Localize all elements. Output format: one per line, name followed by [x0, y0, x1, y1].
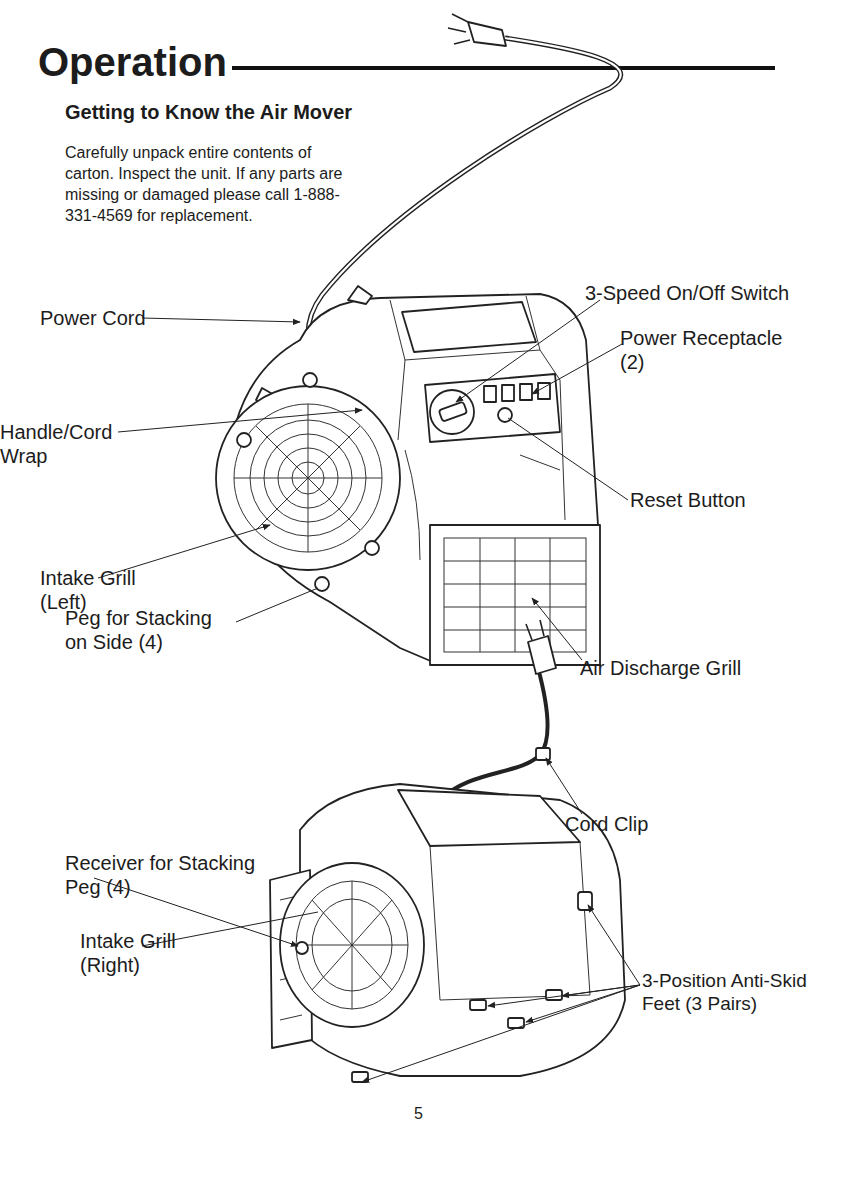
power-plug [526, 620, 556, 674]
handle-cord-wrap [348, 286, 372, 304]
cord-clip [536, 748, 550, 760]
control-panel [430, 390, 474, 434]
power-plug [528, 636, 556, 674]
part-label: Handle/Cord Wrap [0, 420, 125, 468]
power-plug [526, 620, 544, 640]
page-number: 5 [414, 1104, 423, 1123]
page-title: Operation [38, 40, 227, 85]
intake-grill-right [280, 863, 424, 1027]
anti-skid-feet [470, 1000, 486, 1010]
stacking-peg [237, 373, 379, 591]
leader-line [546, 758, 582, 814]
blower-body [398, 790, 580, 846]
leader-line [456, 300, 600, 402]
leader-line [362, 985, 640, 1082]
leader-line [488, 985, 640, 1006]
stacking-peg-receiver [296, 942, 308, 954]
stacking-peg [365, 541, 379, 555]
blower-body [390, 296, 565, 560]
leader-line [508, 418, 628, 500]
power-cord [440, 668, 547, 800]
part-label: 3-Speed On/Off Switch [585, 281, 789, 305]
part-label: Intake Grill (Right) [80, 929, 210, 977]
leader-line [588, 905, 640, 985]
part-label: Receiver for Stacking Peg (4) [65, 851, 290, 899]
part-label: Power Cord [40, 306, 146, 330]
intake-grill-right [296, 881, 408, 1009]
leader-line [142, 318, 300, 322]
leader-line [118, 410, 362, 432]
control-panel [520, 384, 532, 400]
part-label: Power Receptacle (2) [620, 326, 810, 374]
anti-skid-feet [546, 990, 562, 1000]
power-plug [448, 14, 506, 46]
control-panel [425, 374, 560, 442]
air-discharge-grill [430, 525, 600, 665]
handle-cord-wrap [402, 302, 536, 352]
control-panel [425, 374, 560, 442]
power-plug [468, 22, 506, 46]
part-label: Reset Button [630, 488, 746, 512]
control-panel [484, 386, 496, 402]
air-discharge-grill [430, 525, 600, 665]
intake-grill-right [280, 863, 424, 1027]
instruction-text: Carefully unpack entire contents of cart… [65, 142, 357, 226]
stacking-peg [237, 433, 251, 447]
intake-grill-left [234, 404, 382, 552]
stacking-peg-receiver [296, 942, 308, 954]
control-panel [502, 385, 514, 401]
intake-grill-right [296, 881, 408, 1009]
leader-line [94, 300, 640, 1082]
leader-line [236, 588, 318, 622]
intake-grill-left [216, 386, 400, 570]
cord-clip [536, 748, 550, 760]
leader-line [532, 598, 582, 660]
part-label: 3-Position Anti-Skid Feet (3 Pairs) [642, 969, 841, 1015]
part-label: Air Discharge Grill [580, 656, 741, 680]
blower-body [430, 842, 590, 1000]
heading-rule [232, 66, 775, 70]
part-label: Cord Clip [565, 812, 648, 836]
air-discharge-grill [444, 538, 586, 652]
power-plug [448, 14, 470, 44]
part-label: Peg for Stacking on Side (4) [65, 606, 233, 654]
stacking-peg [303, 373, 317, 387]
anti-skid-feet [352, 892, 592, 1082]
intake-grill-left [216, 386, 400, 570]
control-panel [439, 402, 468, 422]
power-cord [440, 668, 547, 800]
part-label: Intake Grill (Left) [40, 566, 170, 614]
section-heading: Getting to Know the Air Mover [65, 100, 352, 124]
intake-grill-left [234, 404, 382, 552]
leader-line [532, 344, 622, 394]
air-discharge-grill [444, 538, 586, 652]
